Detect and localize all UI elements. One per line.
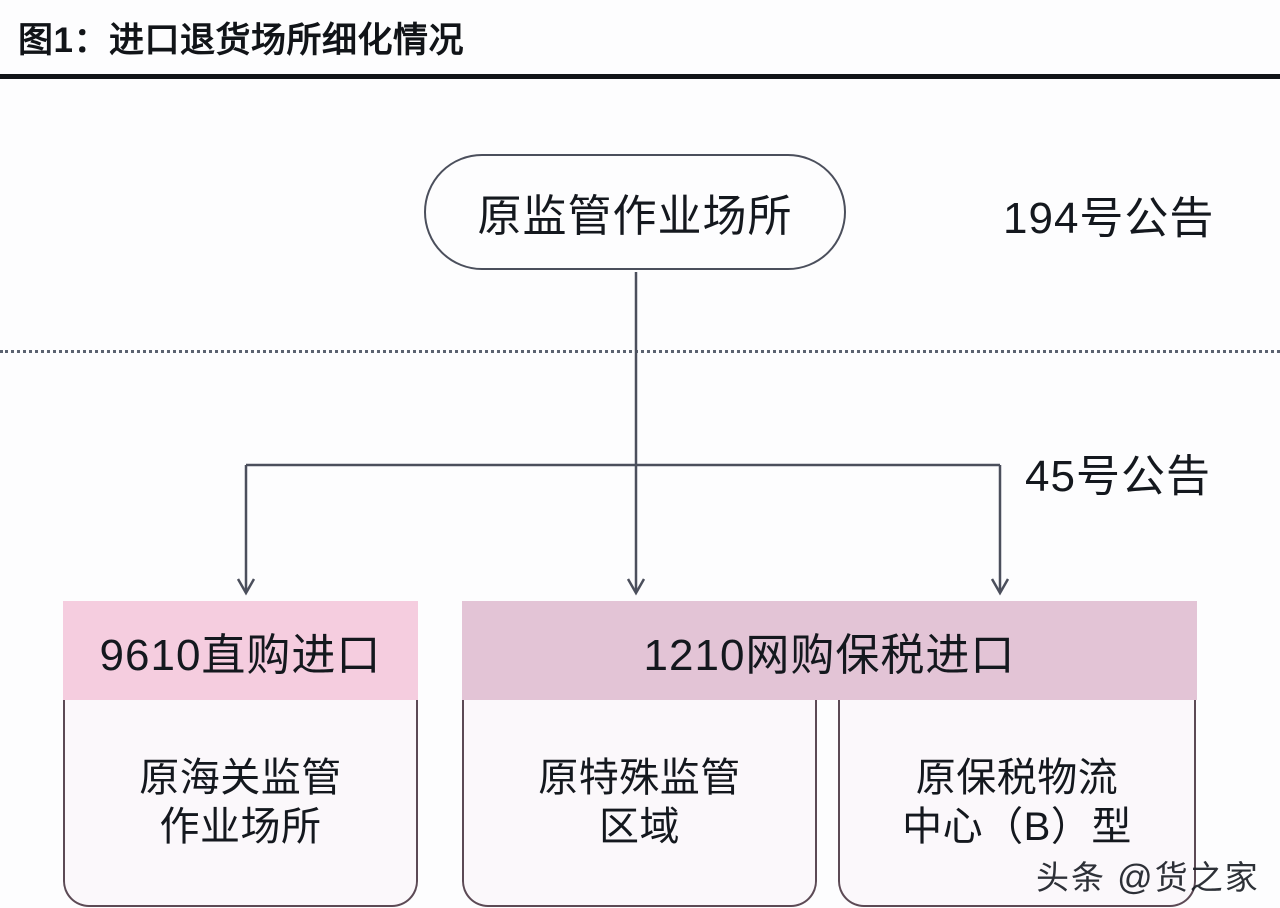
watermark: 头条 @货之家 (1036, 851, 1260, 899)
phase-dotted-divider (0, 350, 1280, 353)
category-1210-header: 1210网购保税进口 (462, 601, 1197, 700)
category-1210-special-zone-text: 原特殊监管 区域 (532, 754, 747, 852)
category-1210-bonded-logistics-text: 原保税物流 中心（B）型 (896, 754, 1138, 852)
node-label: 原监管作业场所 (477, 192, 793, 241)
category-1210-special-zone-body[interactable]: 原特殊监管 区域 (462, 700, 817, 907)
body-line-1: 原海关监管 (139, 755, 342, 800)
watermark-at-symbol: @ (1117, 858, 1155, 897)
category-9610-body-text: 原海关监管 作业场所 (133, 754, 348, 852)
body-line-1: 原保税物流 (915, 755, 1119, 800)
body-line-2: 作业场所 (159, 804, 322, 849)
category-1210-bonded-logistics-body[interactable]: 原保税物流 中心（B）型 (838, 700, 1196, 907)
figure-title: 图1：进口退货场所细化情况 (18, 21, 464, 60)
body-line-2: 区域 (599, 804, 680, 849)
category-9610[interactable]: 9610直购进口 原海关监管 作业场所 (63, 601, 418, 907)
annotation-notice-194: 194号公告 (1003, 194, 1215, 243)
annotation-notice-45: 45号公告 (1025, 452, 1211, 501)
category-9610-header: 9610直购进口 (63, 601, 418, 700)
watermark-name: 货之家 (1154, 859, 1260, 896)
body-line-2: 中心（B）型 (902, 804, 1132, 849)
category-9610-body: 原海关监管 作业场所 (63, 700, 418, 907)
header-divider-rule (0, 74, 1280, 79)
watermark-prefix: 头条 (1036, 859, 1118, 896)
node-original-supervision-site[interactable]: 原监管作业场所 (424, 154, 846, 270)
body-line-1: 原特殊监管 (538, 755, 741, 800)
